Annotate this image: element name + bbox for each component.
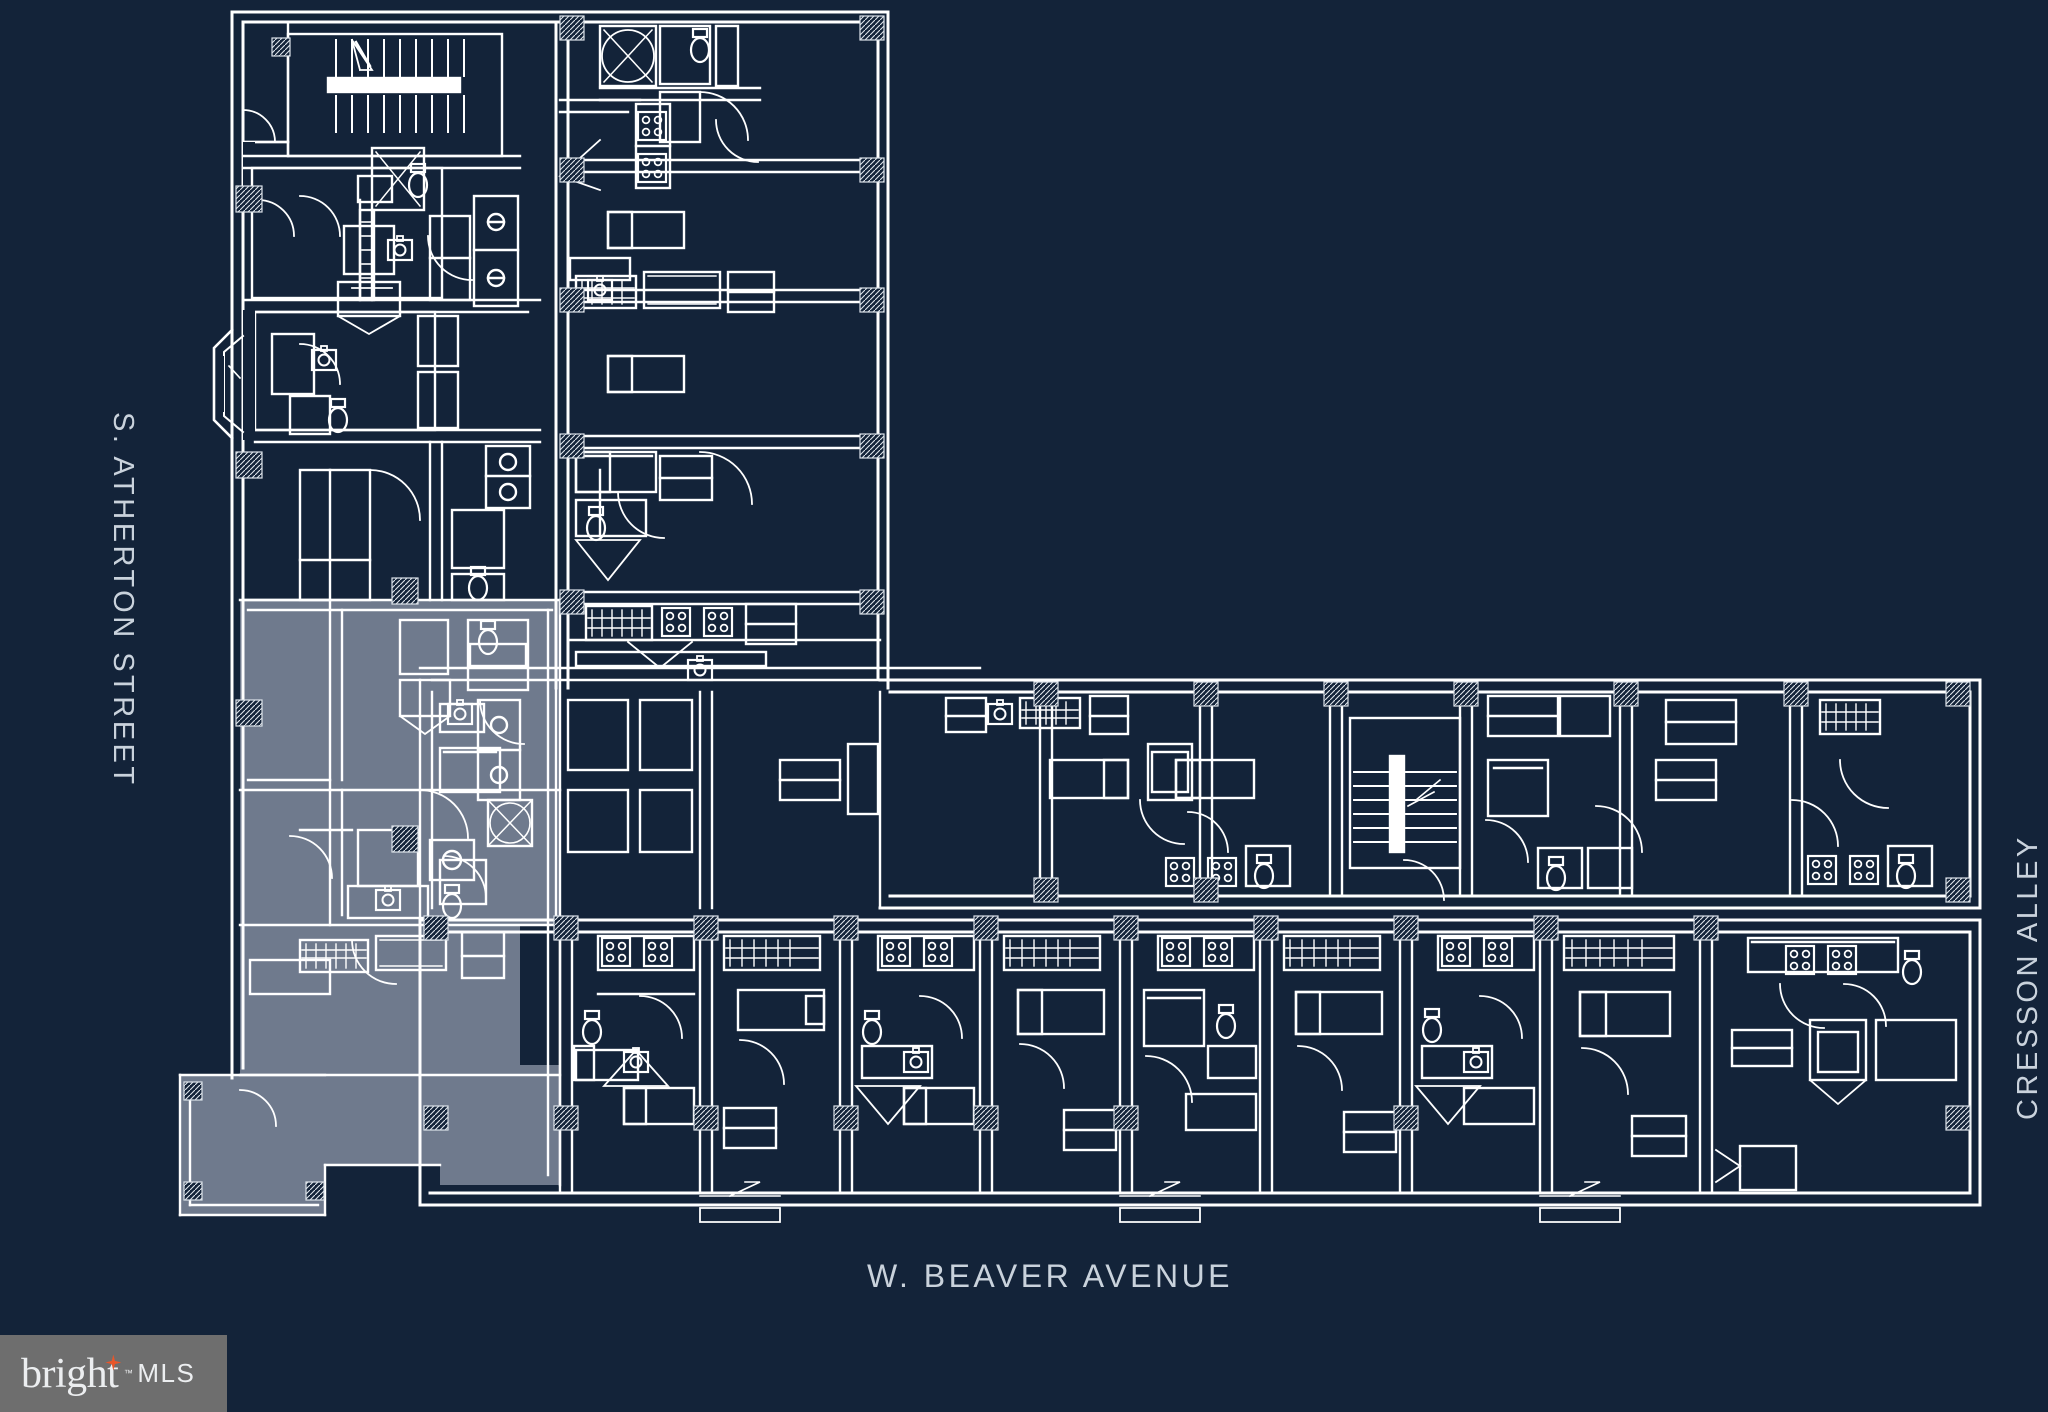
watermark-mls-text: MLS (137, 1358, 196, 1388)
highlighted-unit-fill (180, 600, 560, 1215)
bright-mls-watermark: bright ™ MLS (0, 1335, 227, 1412)
south-wing (418, 918, 1982, 1207)
street-label-cresson: CRESSON ALLEY (2012, 834, 2044, 1120)
street-label-atherton: S. ATHERTON STREET (107, 412, 139, 788)
east-wing-interior (944, 690, 1934, 901)
unit-nw-mid (241, 194, 542, 444)
stair-east-center (1348, 716, 1462, 901)
trademark-icon: ™ (123, 1367, 133, 1378)
north-wing-east-units (418, 24, 982, 682)
structural-columns (183, 15, 1971, 1201)
south-wing-units (558, 930, 1958, 1223)
wing-junction (418, 678, 882, 922)
watermark-brand-word: bright ™ (21, 1350, 133, 1397)
stair-north-west (286, 32, 504, 158)
unit-nw-lower (212, 310, 532, 602)
unit-nw-upper (241, 20, 522, 336)
street-label-beaver: W. BEAVER AVENUE (867, 1258, 1234, 1294)
watermark-brand-text: bright (21, 1350, 119, 1397)
